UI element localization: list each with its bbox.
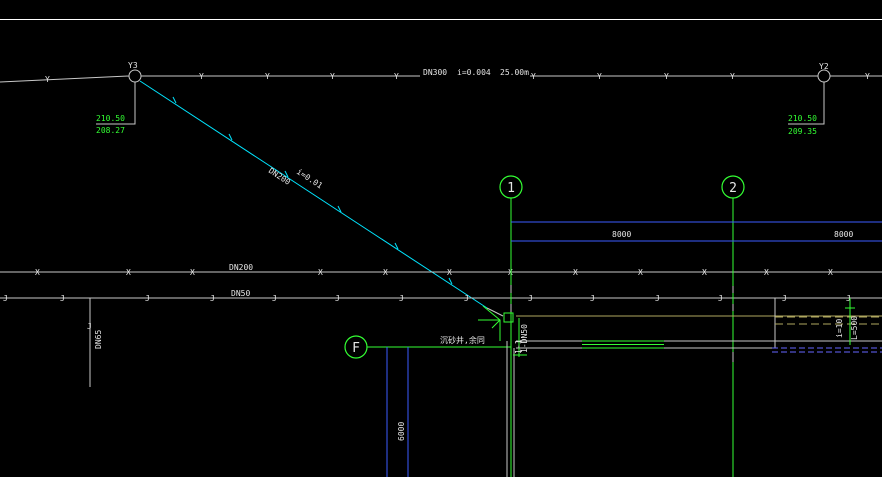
svg-text:J: J xyxy=(655,294,660,303)
svg-text:X: X xyxy=(318,268,323,277)
svg-text:J: J xyxy=(464,294,469,303)
svg-text:X: X xyxy=(126,268,131,277)
diagonal-pipe-slope: i=0.01 xyxy=(295,167,324,190)
pipe-j-codes: J J J J J J J J J J J J J J xyxy=(3,294,851,303)
branch-j-code: J xyxy=(87,322,92,331)
axis-f[interactable]: F xyxy=(344,335,511,359)
axis-2-label: 2 xyxy=(729,181,737,196)
svg-text:Y: Y xyxy=(865,72,870,81)
sewer-main-length: 25.00m xyxy=(500,68,529,77)
svg-text:J: J xyxy=(60,294,65,303)
manhole-y2[interactable]: Y2 210.50 209.35 xyxy=(788,62,831,136)
diagonal-pipe-ticks xyxy=(172,96,453,285)
manhole-y2-invert: 209.35 xyxy=(788,127,817,136)
pipe-j-size: DN50 xyxy=(231,289,250,298)
manhole-y2-id: Y2 xyxy=(819,62,829,71)
svg-text:X: X xyxy=(383,268,388,277)
svg-text:X: X xyxy=(447,268,452,277)
svg-text:Y: Y xyxy=(394,72,399,81)
svg-text:Y: Y xyxy=(45,75,50,84)
dimension-lines xyxy=(386,221,882,477)
svg-text:X: X xyxy=(764,268,769,277)
slope-b-label: L=500 xyxy=(850,316,859,340)
manhole-y3-leader xyxy=(96,82,136,125)
dim-span-2-next: 8000 xyxy=(834,230,853,239)
vertical-pipe-label: 1-DN50 xyxy=(520,324,529,353)
manhole-y3-rim: 210.50 xyxy=(96,114,125,123)
svg-text:J: J xyxy=(145,294,150,303)
sand-pit[interactable] xyxy=(478,305,514,341)
axis-1[interactable]: 1 xyxy=(499,175,523,477)
pipe-x-size: DN200 xyxy=(229,263,253,272)
svg-text:J: J xyxy=(399,294,404,303)
diagonal-pipe-size: DN200 xyxy=(267,166,292,187)
svg-text:Y: Y xyxy=(531,72,536,81)
svg-text:J: J xyxy=(782,294,787,303)
svg-text:X: X xyxy=(190,268,195,277)
diagonal-pipe[interactable] xyxy=(139,80,488,309)
svg-text:Y: Y xyxy=(664,72,669,81)
svg-text:X: X xyxy=(702,268,707,277)
svg-text:J: J xyxy=(590,294,595,303)
svg-text:X: X xyxy=(638,268,643,277)
svg-text:Y: Y xyxy=(265,72,270,81)
manhole-y3[interactable]: Y3 210.50 208.27 xyxy=(96,61,142,135)
svg-text:J: J xyxy=(528,294,533,303)
branch-j-size: DN65 xyxy=(94,330,103,349)
sand-pit-label: 沉砂井,余同 xyxy=(440,335,485,345)
vertical-sym-label: 1-1 xyxy=(514,339,523,354)
svg-text:Y: Y xyxy=(597,72,602,81)
svg-text:Y: Y xyxy=(730,72,735,81)
svg-text:J: J xyxy=(846,294,851,303)
vertical-riser xyxy=(513,318,527,357)
sewer-main-codes: Y Y Y Y Y Y Y Y Y Y xyxy=(45,72,870,84)
axis-2[interactable]: 2 xyxy=(721,175,745,477)
sewer-main-size: DN300 xyxy=(423,68,447,77)
axis-1-label: 1 xyxy=(507,181,515,196)
dim-span-f: 6000 xyxy=(397,422,406,441)
svg-text:J: J xyxy=(718,294,723,303)
axis-dash-marks xyxy=(510,285,734,362)
slope-a-label: i=10 xyxy=(835,319,844,338)
dim-span-1-2: 8000 xyxy=(612,230,631,239)
svg-text:Y: Y xyxy=(199,72,204,81)
svg-text:X: X xyxy=(35,268,40,277)
manhole-y3-invert: 208.27 xyxy=(96,126,125,135)
building-walls xyxy=(506,298,882,477)
svg-text:J: J xyxy=(3,294,8,303)
svg-text:J: J xyxy=(272,294,277,303)
svg-text:X: X xyxy=(828,268,833,277)
svg-text:J: J xyxy=(335,294,340,303)
svg-text:J: J xyxy=(210,294,215,303)
sewer-main-slope: i=0.004 xyxy=(457,68,491,77)
manhole-y2-rim: 210.50 xyxy=(788,114,817,123)
svg-text:Y: Y xyxy=(330,72,335,81)
svg-text:X: X xyxy=(573,268,578,277)
manhole-y2-leader xyxy=(788,82,825,125)
right-riser xyxy=(845,298,855,345)
manhole-y3-id: Y3 xyxy=(128,61,138,70)
axis-f-label: F xyxy=(352,341,360,356)
